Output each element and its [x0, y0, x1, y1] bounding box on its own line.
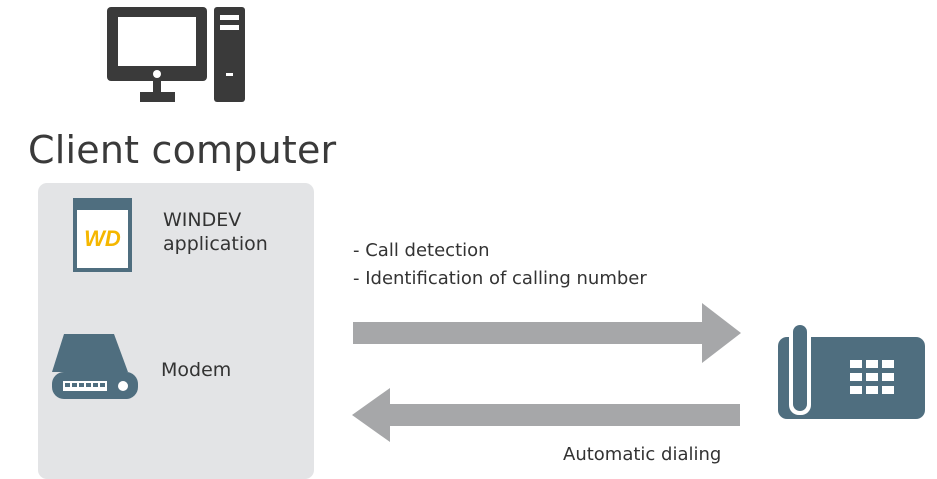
windev-logo-text: WD	[84, 226, 121, 251]
feature-identification: - Identification of calling number	[353, 268, 647, 289]
desktop-computer-icon	[107, 7, 245, 102]
automatic-dialing-label: Automatic dialing	[563, 444, 722, 465]
modem-icon	[52, 334, 138, 399]
app-label-line1: WINDEV	[163, 209, 242, 231]
windev-app-icon: WD	[73, 198, 132, 272]
feature-call-detection: - Call detection	[353, 240, 490, 261]
office-phone-icon	[778, 321, 925, 419]
modem-label: Modem	[161, 359, 232, 381]
arrow-left-icon	[352, 388, 740, 442]
feature-list: - Call detection - Identification of cal…	[353, 237, 647, 293]
arrow-right-icon	[353, 303, 741, 363]
windev-application-label: WINDEV application	[163, 208, 268, 256]
app-label-line2: application	[163, 233, 268, 255]
client-computer-title: Client computer	[28, 128, 337, 172]
